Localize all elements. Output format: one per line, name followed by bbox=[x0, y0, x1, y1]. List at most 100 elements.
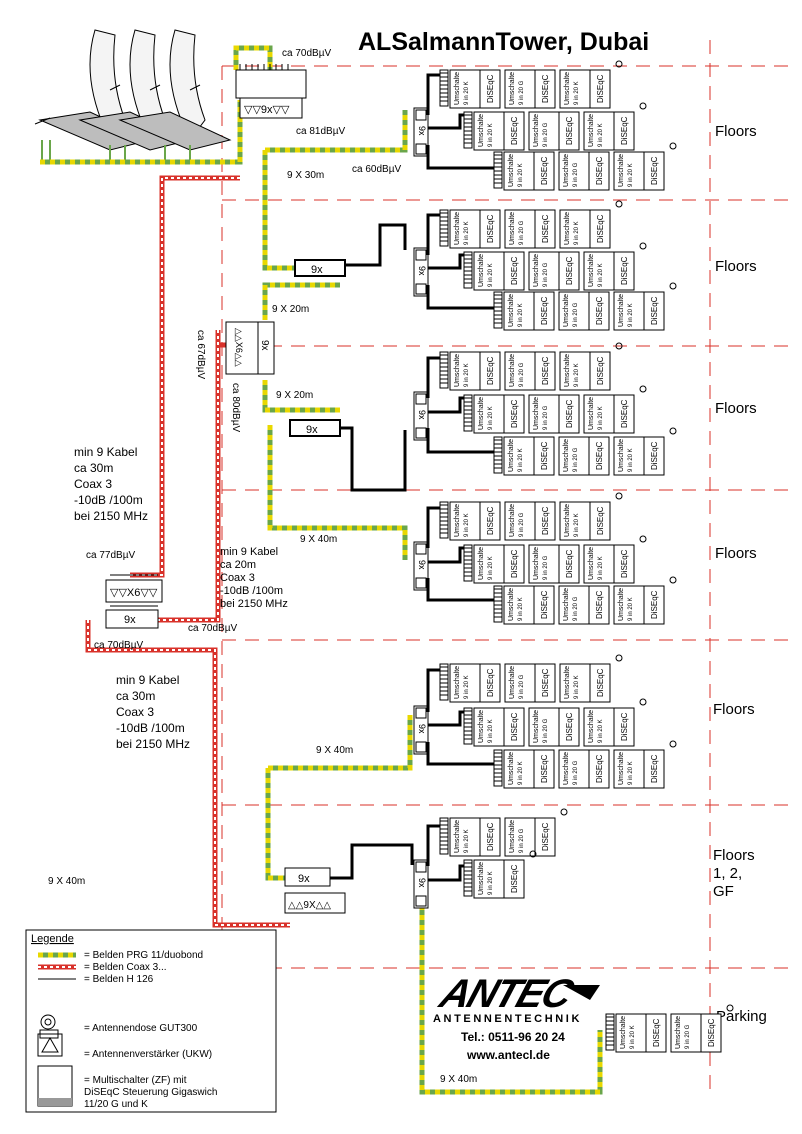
antenna-outlet-icon bbox=[639, 242, 647, 250]
switch-label: Umschalte bbox=[588, 710, 595, 743]
switch-label: 9 in 20 K bbox=[518, 597, 524, 621]
antenna-outlet-icon bbox=[669, 740, 677, 748]
switch-label: DiSEqC bbox=[510, 399, 519, 428]
dish-feed-cables bbox=[41, 140, 191, 162]
switch-label: 9 in 20 K bbox=[574, 221, 580, 245]
switch-label: DiSEqC bbox=[650, 296, 659, 325]
h126-cables bbox=[330, 223, 414, 880]
switch-label: 9 in 20 K bbox=[488, 263, 494, 287]
switch-label: Umschalte bbox=[478, 397, 485, 430]
switch-label: 9 in 20 K bbox=[488, 123, 494, 147]
switch-label: Umschalte bbox=[454, 354, 461, 387]
switch-label: Umschalte bbox=[454, 72, 461, 105]
svg-text:min 9 Kabel: min 9 Kabel bbox=[116, 673, 179, 687]
splitter-label: 9x bbox=[124, 614, 136, 626]
company-logo: ANTEC bbox=[428, 971, 590, 1016]
switch-label: Umschalte bbox=[533, 710, 540, 743]
svg-text:= Antennenverstärker (UKW): = Antennenverstärker (UKW) bbox=[84, 1049, 212, 1060]
switch-label: Umschalte bbox=[618, 154, 625, 187]
signal-level: ca 77dBµV bbox=[86, 550, 135, 561]
switch-label: Umschalte bbox=[454, 666, 461, 699]
switch-label: DiSEqC bbox=[596, 74, 605, 103]
switch-label: DiSEqC bbox=[541, 506, 550, 535]
switch-label: DiSEqC bbox=[707, 1018, 716, 1047]
switch-label: DiSEqC bbox=[620, 116, 629, 145]
switch-label: Umschalte bbox=[588, 114, 595, 147]
svg-text:-10dB /100m: -10dB /100m bbox=[74, 493, 143, 507]
switch-label: Umschalte bbox=[533, 114, 540, 147]
switch-label: DiSEqC bbox=[620, 256, 629, 285]
switch-label: Umschalte bbox=[564, 354, 571, 387]
switch-label: Umschalte bbox=[618, 588, 625, 621]
switch-label: 9 in 20 G bbox=[519, 828, 525, 853]
svg-text:bei 2150 MHz: bei 2150 MHz bbox=[74, 509, 148, 523]
switch-label: 9 in 20 G bbox=[543, 262, 549, 287]
splitter-label: 9x bbox=[417, 878, 427, 888]
switch-label: DiSEqC bbox=[650, 441, 659, 470]
svg-text:min 9 Kabel: min 9 Kabel bbox=[74, 445, 137, 459]
switch-label: DiSEqC bbox=[620, 549, 629, 578]
switch-label: DiSEqC bbox=[486, 214, 495, 243]
switch-label: Umschalte bbox=[508, 294, 515, 327]
switch-label: Umschalte bbox=[533, 254, 540, 287]
level-dividers bbox=[221, 40, 790, 1095]
switch-label: Umschalte bbox=[564, 666, 571, 699]
switch-label: 9 in 20 K bbox=[598, 556, 604, 580]
amp-label: ▽▽9x▽▽ bbox=[244, 104, 290, 116]
switch-label: DiSEqC bbox=[486, 356, 495, 385]
switch-label: DiSEqC bbox=[565, 399, 574, 428]
cable-runs: 9 X 30m 9 X 20m 9 X 20m 9 X 40m 9 X 40m … bbox=[48, 170, 477, 1085]
svg-text:min 9 Kabel: min 9 Kabel bbox=[220, 546, 278, 558]
switch-label: DiSEqC bbox=[510, 116, 519, 145]
svg-text:= Belden PRG 11/duobond: = Belden PRG 11/duobond bbox=[84, 950, 203, 961]
switch-label: 9 in 20 K bbox=[630, 1025, 636, 1049]
antenna-outlet-icon bbox=[529, 850, 537, 858]
switch-label: DiSEqC bbox=[595, 441, 604, 470]
switch-label: DiSEqC bbox=[596, 214, 605, 243]
switch-label: DiSEqC bbox=[596, 668, 605, 697]
switch-label: DiSEqC bbox=[540, 441, 549, 470]
switch-label: Umschalte bbox=[509, 666, 516, 699]
switch-label: 9 in 20 K bbox=[464, 221, 470, 245]
switch-label: 9 in 20 K bbox=[488, 871, 494, 895]
svg-text:ca 30m: ca 30m bbox=[74, 461, 113, 475]
switch-label: DiSEqC bbox=[565, 712, 574, 741]
antenna-outlet-icon bbox=[615, 60, 623, 68]
switch-label: DiSEqC bbox=[596, 506, 605, 535]
switch-label: 9 in 20 K bbox=[488, 406, 494, 430]
switch-label: 9 in 20 K bbox=[628, 448, 634, 472]
switch-label: 9 in 20 G bbox=[685, 1024, 691, 1049]
mid-amplifier: ▽▽X6▽▽ 9x bbox=[105, 574, 163, 629]
switch-label: 9 in 20 G bbox=[519, 674, 525, 699]
splitter-label: 9x bbox=[259, 340, 270, 351]
cable-note: min 9 Kabel ca 30m Coax 3 -10dB /100m be… bbox=[74, 445, 148, 523]
switch-label: 9 in 20 G bbox=[519, 80, 525, 105]
switch-label: DiSEqC bbox=[541, 74, 550, 103]
splitter-label: 9x bbox=[417, 724, 427, 734]
svg-text:Coax 3: Coax 3 bbox=[116, 705, 154, 719]
antenna-outlet-icon bbox=[639, 698, 647, 706]
switch-label: 9 in 20 K bbox=[488, 719, 494, 743]
switch-label: 9 in 20 G bbox=[543, 405, 549, 430]
switch-label: DiSEqC bbox=[595, 590, 604, 619]
switch-label: 9 in 20 G bbox=[573, 596, 579, 621]
